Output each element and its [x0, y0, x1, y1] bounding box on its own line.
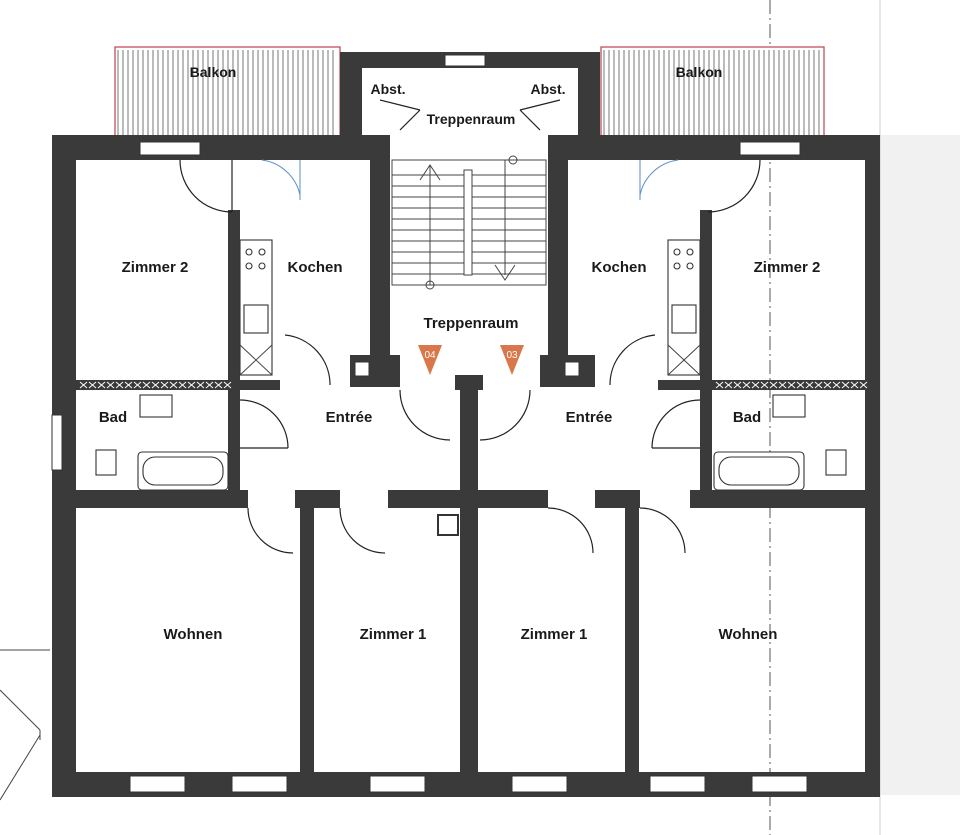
- staircase: [391, 155, 547, 290]
- label-bad-right: Bad: [733, 409, 761, 426]
- label-zimmer2-left: Zimmer 2: [122, 259, 189, 276]
- svg-text:03: 03: [506, 350, 518, 361]
- label-abst-left: Abst.: [371, 81, 406, 97]
- label-entree-left: Entrée: [326, 409, 373, 426]
- shaft-small-left: [354, 361, 370, 377]
- label-balkon-right: Balkon: [676, 64, 723, 80]
- neighbour-building: [880, 135, 960, 795]
- windows: [51, 54, 808, 793]
- label-zimmer1-left: Zimmer 1: [360, 626, 427, 643]
- shaft: [437, 514, 459, 536]
- kitchen-right-fixtures: [667, 239, 701, 376]
- label-entree-right: Entrée: [566, 409, 613, 426]
- unit-marker-03: 03: [500, 345, 524, 375]
- balcony-right: [600, 46, 825, 138]
- label-treppenraum-mid: Treppenraum: [423, 315, 518, 332]
- doors: [179, 99, 761, 554]
- kitchen-left-fixtures: [239, 239, 273, 376]
- bath-right-fixtures: [713, 394, 847, 491]
- label-zimmer1-right: Zimmer 1: [521, 626, 588, 643]
- label-balkon-left: Balkon: [190, 64, 237, 80]
- label-kochen-left: Kochen: [287, 259, 342, 276]
- shaft-small-right: [564, 361, 580, 377]
- label-wohnen-right: Wohnen: [719, 626, 778, 643]
- label-zimmer2-right: Zimmer 2: [754, 259, 821, 276]
- label-bad-left: Bad: [99, 409, 127, 426]
- unit-marker-04: 04: [418, 345, 442, 375]
- bath-left-fixtures: [95, 394, 229, 491]
- outside-lines: [0, 649, 50, 801]
- label-abst-right: Abst.: [531, 81, 566, 97]
- balcony-doors: [261, 159, 679, 200]
- partition-hatching: [79, 381, 868, 389]
- inner-walls: [76, 140, 865, 778]
- label-kochen-right: Kochen: [591, 259, 646, 276]
- label-wohnen-left: Wohnen: [164, 626, 223, 643]
- room-labels: Balkon Balkon Abst. Abst. Treppenraum Tr…: [99, 64, 821, 643]
- balcony-left: [114, 46, 341, 138]
- svg-text:04: 04: [424, 350, 436, 361]
- label-treppenraum-top: Treppenraum: [427, 111, 516, 127]
